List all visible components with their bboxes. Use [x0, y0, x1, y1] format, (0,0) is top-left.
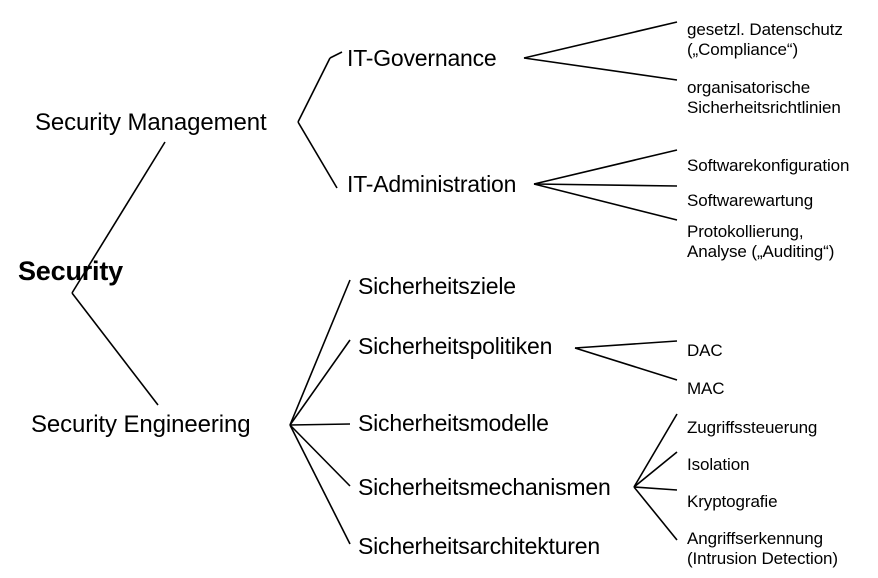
- leaf-isolation: Isolation: [687, 455, 750, 475]
- leaf-kryptografie-line1: Kryptografie: [687, 492, 778, 511]
- leaf-organisatorische-sicherheitsrichtlinien-line1: organisatorische: [687, 78, 811, 97]
- edge-engineering-to-modelle: [289, 423, 351, 426]
- node-sicherheitsmechanismen-line1: Sicherheitsmechanismen: [358, 474, 611, 500]
- edge-mechanismen-to-zugriff: [633, 413, 678, 488]
- node-root-security: Security: [18, 256, 123, 287]
- node-security-management: Security Management: [35, 109, 267, 137]
- leaf-zugriffssteuerung-line1: Zugriffssteuerung: [687, 418, 818, 437]
- leaf-protokollierung-analyse-line1: Protokollierung,: [687, 222, 804, 241]
- edge-mechanismen-to-isolation: [633, 451, 678, 488]
- leaf-angriffserkennung-line1: Angriffserkennung: [687, 529, 823, 548]
- node-it-governance: IT-Governance: [347, 45, 497, 71]
- edge-engineering-to-mechanismen: [289, 424, 351, 487]
- node-sicherheitsmodelle-line1: Sicherheitsmodelle: [358, 410, 549, 436]
- node-sicherheitsarchitekturen-line1: Sicherheitsarchitekturen: [358, 533, 600, 559]
- edge-management-hub: [297, 57, 331, 123]
- leaf-angriffserkennung-line2: (Intrusion Detection): [687, 548, 838, 568]
- node-security-engineering-line1: Security Engineering: [31, 411, 251, 438]
- edge-administration-leaf2: [533, 183, 678, 187]
- leaf-dac-line1: DAC: [687, 341, 723, 360]
- leaf-protokollierung-analyse-line2: Analyse („Auditing“): [687, 241, 835, 261]
- edge-administration-leaf1: [533, 149, 678, 185]
- leaf-mac: MAC: [687, 379, 725, 399]
- edge-management-hub-lower: [297, 121, 338, 189]
- node-sicherheitsmodelle: Sicherheitsmodelle: [358, 410, 549, 436]
- node-sicherheitspolitiken-line1: Sicherheitspolitiken: [358, 333, 553, 359]
- leaf-mac-line1: MAC: [687, 379, 725, 398]
- edge-administration-leaf3: [533, 183, 678, 221]
- node-security-engineering: Security Engineering: [31, 411, 251, 439]
- node-root-security-line1: Security: [18, 256, 123, 286]
- node-sicherheitsarchitekturen: Sicherheitsarchitekturen: [358, 533, 600, 559]
- node-sicherheitsmechanismen: Sicherheitsmechanismen: [358, 474, 611, 500]
- edge-management-to-governance: [329, 51, 343, 59]
- leaf-protokollierung-analyse: Protokollierung,Analyse („Auditing“): [687, 222, 834, 261]
- node-sicherheitspolitiken: Sicherheitspolitiken: [358, 333, 552, 359]
- node-sicherheitsziele: Sicherheitsziele: [358, 273, 516, 299]
- node-it-governance-line1: IT-Governance: [347, 45, 497, 71]
- leaf-zugriffssteuerung: Zugriffssteuerung: [687, 418, 817, 438]
- edge-root-to-engineering: [71, 292, 159, 406]
- edge-politiken-to-dac: [574, 340, 678, 349]
- edge-mechanismen-to-angriff: [633, 486, 678, 541]
- node-security-management-line1: Security Management: [35, 109, 267, 136]
- node-it-administration-line1: IT-Administration: [347, 171, 517, 197]
- edge-engineering-to-ziele: [289, 279, 351, 426]
- leaf-angriffserkennung: Angriffserkennung(Intrusion Detection): [687, 529, 838, 568]
- leaf-kryptografie: Kryptografie: [687, 492, 778, 512]
- leaf-softwarewartung-line1: Softwarewartung: [687, 191, 814, 210]
- edge-mechanismen-to-krypto: [633, 486, 678, 491]
- leaf-gesetzl-datenschutz-line1: gesetzl. Datenschutz: [687, 20, 843, 39]
- leaf-softwarekonfiguration: Softwarekonfiguration: [687, 156, 849, 176]
- edge-governance-leaf2: [523, 57, 678, 81]
- leaf-softwarewartung: Softwarewartung: [687, 191, 813, 211]
- edge-engineering-to-politiken: [289, 339, 351, 426]
- leaf-isolation-line1: Isolation: [687, 455, 750, 474]
- leaf-softwarekonfiguration-line1: Softwarekonfiguration: [687, 156, 850, 175]
- edge-politiken-to-mac: [574, 347, 678, 381]
- leaf-organisatorische-sicherheitsrichtlinien-line2: Sicherheitsrichtlinien: [687, 97, 841, 117]
- edge-governance-hub: [523, 21, 678, 59]
- node-it-administration: IT-Administration: [347, 171, 516, 197]
- node-sicherheitsziele-line1: Sicherheitsziele: [358, 273, 516, 299]
- leaf-gesetzl-datenschutz: gesetzl. Datenschutz(„Compliance“): [687, 20, 843, 59]
- leaf-dac: DAC: [687, 341, 723, 361]
- leaf-gesetzl-datenschutz-line2: („Compliance“): [687, 39, 799, 59]
- edge-root-to-management: [71, 141, 166, 294]
- edge-engineering-to-architekturen: [289, 424, 351, 545]
